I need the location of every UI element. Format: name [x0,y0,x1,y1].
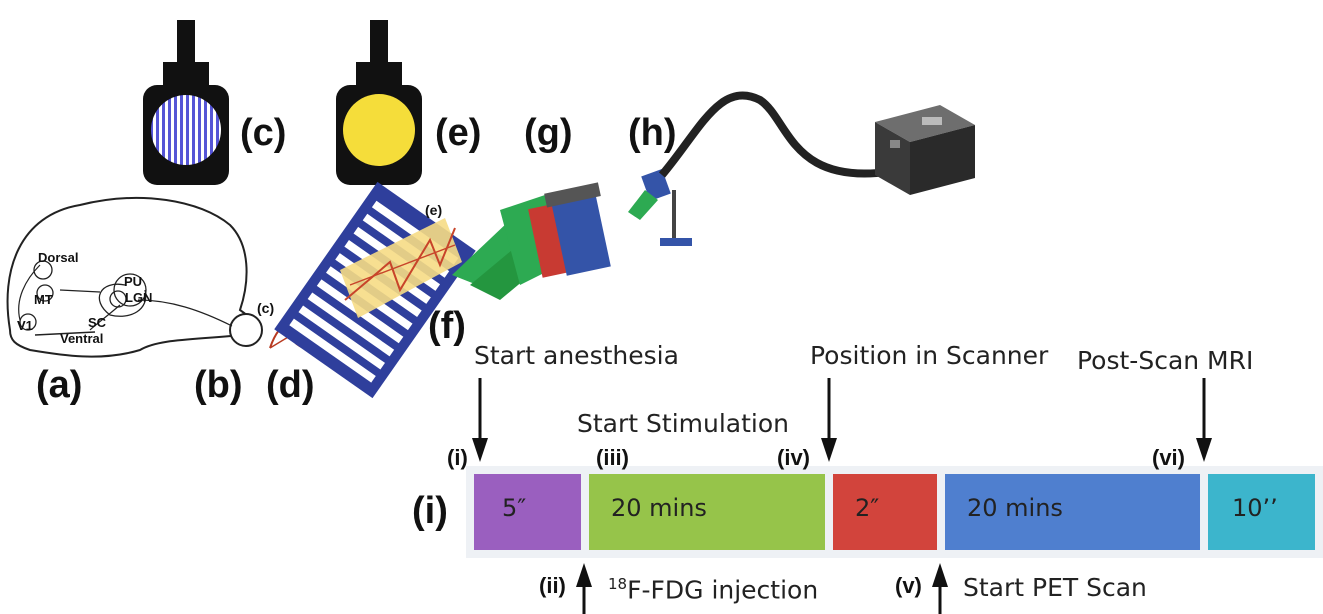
lens-assembly [452,182,611,300]
segment-3-label: 2″ [855,494,880,522]
segment-1: 5″ [474,474,581,550]
segment-5-label: 10’’ [1232,494,1278,522]
fdg-isotope: 18 [608,575,628,593]
brain-label-mt: MT [34,292,53,307]
segment-5: 10’’ [1208,474,1315,550]
fdg-label: F-FDG injection [627,575,819,605]
panel-label-d: (d) [266,364,315,406]
panel-label-c: (c) [240,112,287,154]
brain-diagram [6,196,263,358]
brain-label-ventral: Ventral [60,331,103,346]
event-start-stimulation: Start Stimulation [577,409,789,438]
small-label-c: (c) [257,300,275,316]
segment-3: 2″ [833,474,937,550]
marker-ii: (ii) [539,573,566,598]
event-post-scan-mri: Post-Scan MRI [1077,346,1254,375]
marker-iv: (iv) [777,445,810,470]
controller-box [875,105,975,195]
panel-label-h: (h) [628,112,677,154]
panel-label-g: (g) [524,112,573,154]
marker-i: (i) [447,445,468,470]
brain-label-pu: PU [124,274,142,289]
panel-label-i: (i) [412,490,448,532]
marker-v: (v) [895,573,922,598]
panel-label-f: (f) [428,305,466,347]
panel-label-b: (b) [194,364,243,406]
segment-4: 20 mins [945,474,1200,550]
brain-label-sc: SC [88,315,107,330]
small-label-e: (e) [425,202,443,218]
segment-2: 20 mins [589,474,825,550]
timeline-arrows [472,378,1212,614]
panel-label-e: (e) [435,112,482,154]
marker-iii: (iii) [596,445,629,470]
segment-4-label: 20 mins [967,494,1063,522]
panel-label-a: (a) [36,364,83,406]
yellow-light-band [340,218,462,318]
grating-stimulus-monitor [143,20,229,185]
uniform-stimulus-monitor [336,20,422,185]
brain-label-lgn: LGN [125,290,152,305]
segment-2-label: 20 mins [611,494,707,522]
segment-1-label: 5″ [502,494,527,522]
event-position-in-scanner: Position in Scanner [810,341,1049,370]
brain-label-dorsal: Dorsal [38,250,78,265]
light-source [628,91,901,246]
event-fdg-injection: 18F-FDG injection [608,575,818,604]
event-start-pet-scan: Start PET Scan [963,573,1147,602]
event-start-anesthesia: Start anesthesia [474,341,679,370]
brain-label-v1: V1 [17,318,33,333]
marker-vi: (vi) [1152,445,1185,470]
